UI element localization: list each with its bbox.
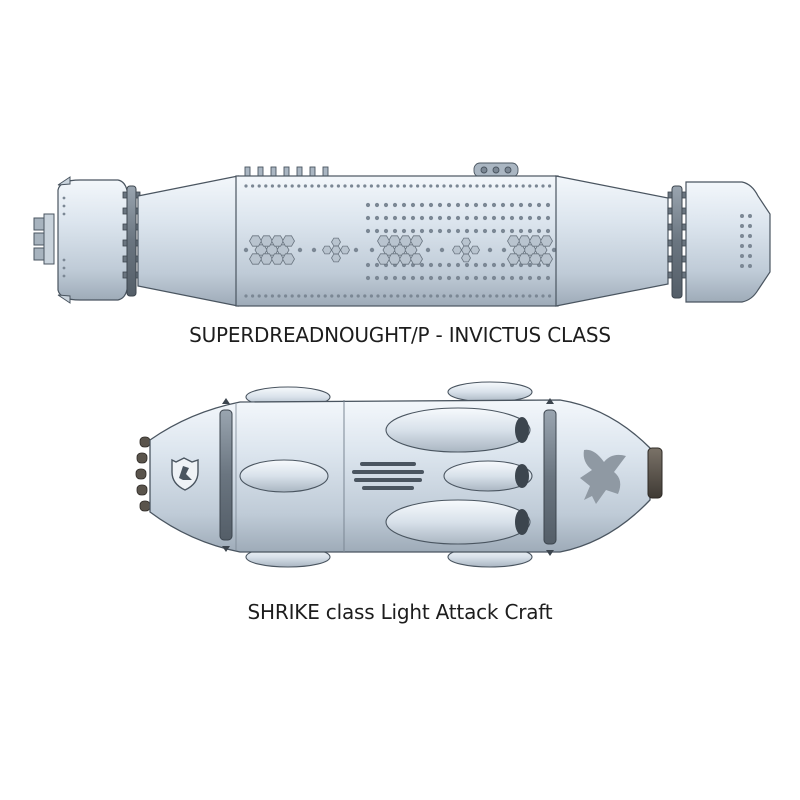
invictus-bow-ring [671, 185, 683, 299]
shrike-caption: SHRIKE class Light Attack Craft [247, 600, 553, 624]
shrike-ship [135, 381, 663, 568]
invictus-bow-ports [740, 214, 752, 268]
shrike-center-vent [352, 462, 424, 490]
shrike-engine-pods [239, 407, 533, 545]
shrike-front-nozzles [647, 447, 663, 499]
eagle-emblem-icon [580, 449, 626, 504]
invictus-ship [33, 162, 771, 307]
shrike-rear-nozzles [135, 436, 151, 512]
invictus-fore-taper [555, 175, 669, 307]
invictus-stern-module [57, 179, 129, 301]
invictus-stern-ports [62, 196, 66, 278]
shrike-fore-ring [543, 398, 557, 556]
shield-lion-emblem-icon [171, 457, 199, 491]
invictus-stern-ring [126, 185, 137, 297]
invictus-stern-thrusters [33, 213, 55, 265]
invictus-gun-ports [243, 184, 557, 298]
invictus-bow-module [685, 181, 771, 303]
shrike-rear-ring [219, 398, 233, 552]
invictus-weapon-clusters [249, 235, 553, 265]
invictus-aft-taper [137, 175, 239, 307]
invictus-caption: SUPERDREADNOUGHT/P - INVICTUS CLASS [189, 323, 611, 347]
